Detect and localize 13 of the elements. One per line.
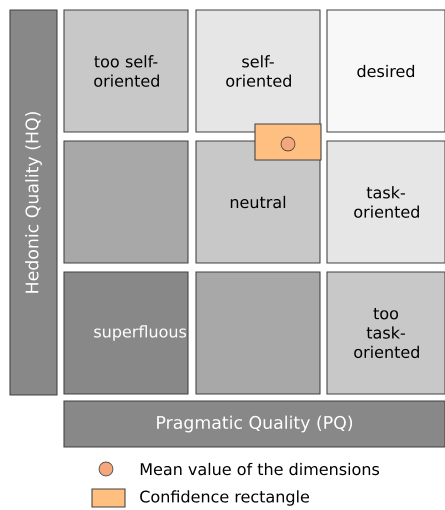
axis-bar: Pragmatic Quality (PQ) — [63, 400, 445, 448]
quadrant-cell: too task-oriented — [326, 271, 445, 395]
quadrant-cell: self-oriented — [195, 9, 321, 133]
legend-text: Mean value of the dimensions — [140, 462, 380, 476]
axis-bar: Hedonic Quality (HQ) — [9, 9, 58, 396]
quadrant-cell: neutral — [195, 140, 321, 264]
quadrant-cell: task-oriented — [326, 140, 445, 264]
quadrant-cell — [63, 140, 189, 264]
quadrant-cell — [195, 271, 321, 395]
quadrant-cell: too self-oriented — [63, 9, 189, 133]
legend-text: Confidence rectangle — [140, 490, 309, 506]
quadrant-cell: superfluous — [63, 271, 189, 395]
quadrant-cell: desired — [326, 9, 445, 133]
